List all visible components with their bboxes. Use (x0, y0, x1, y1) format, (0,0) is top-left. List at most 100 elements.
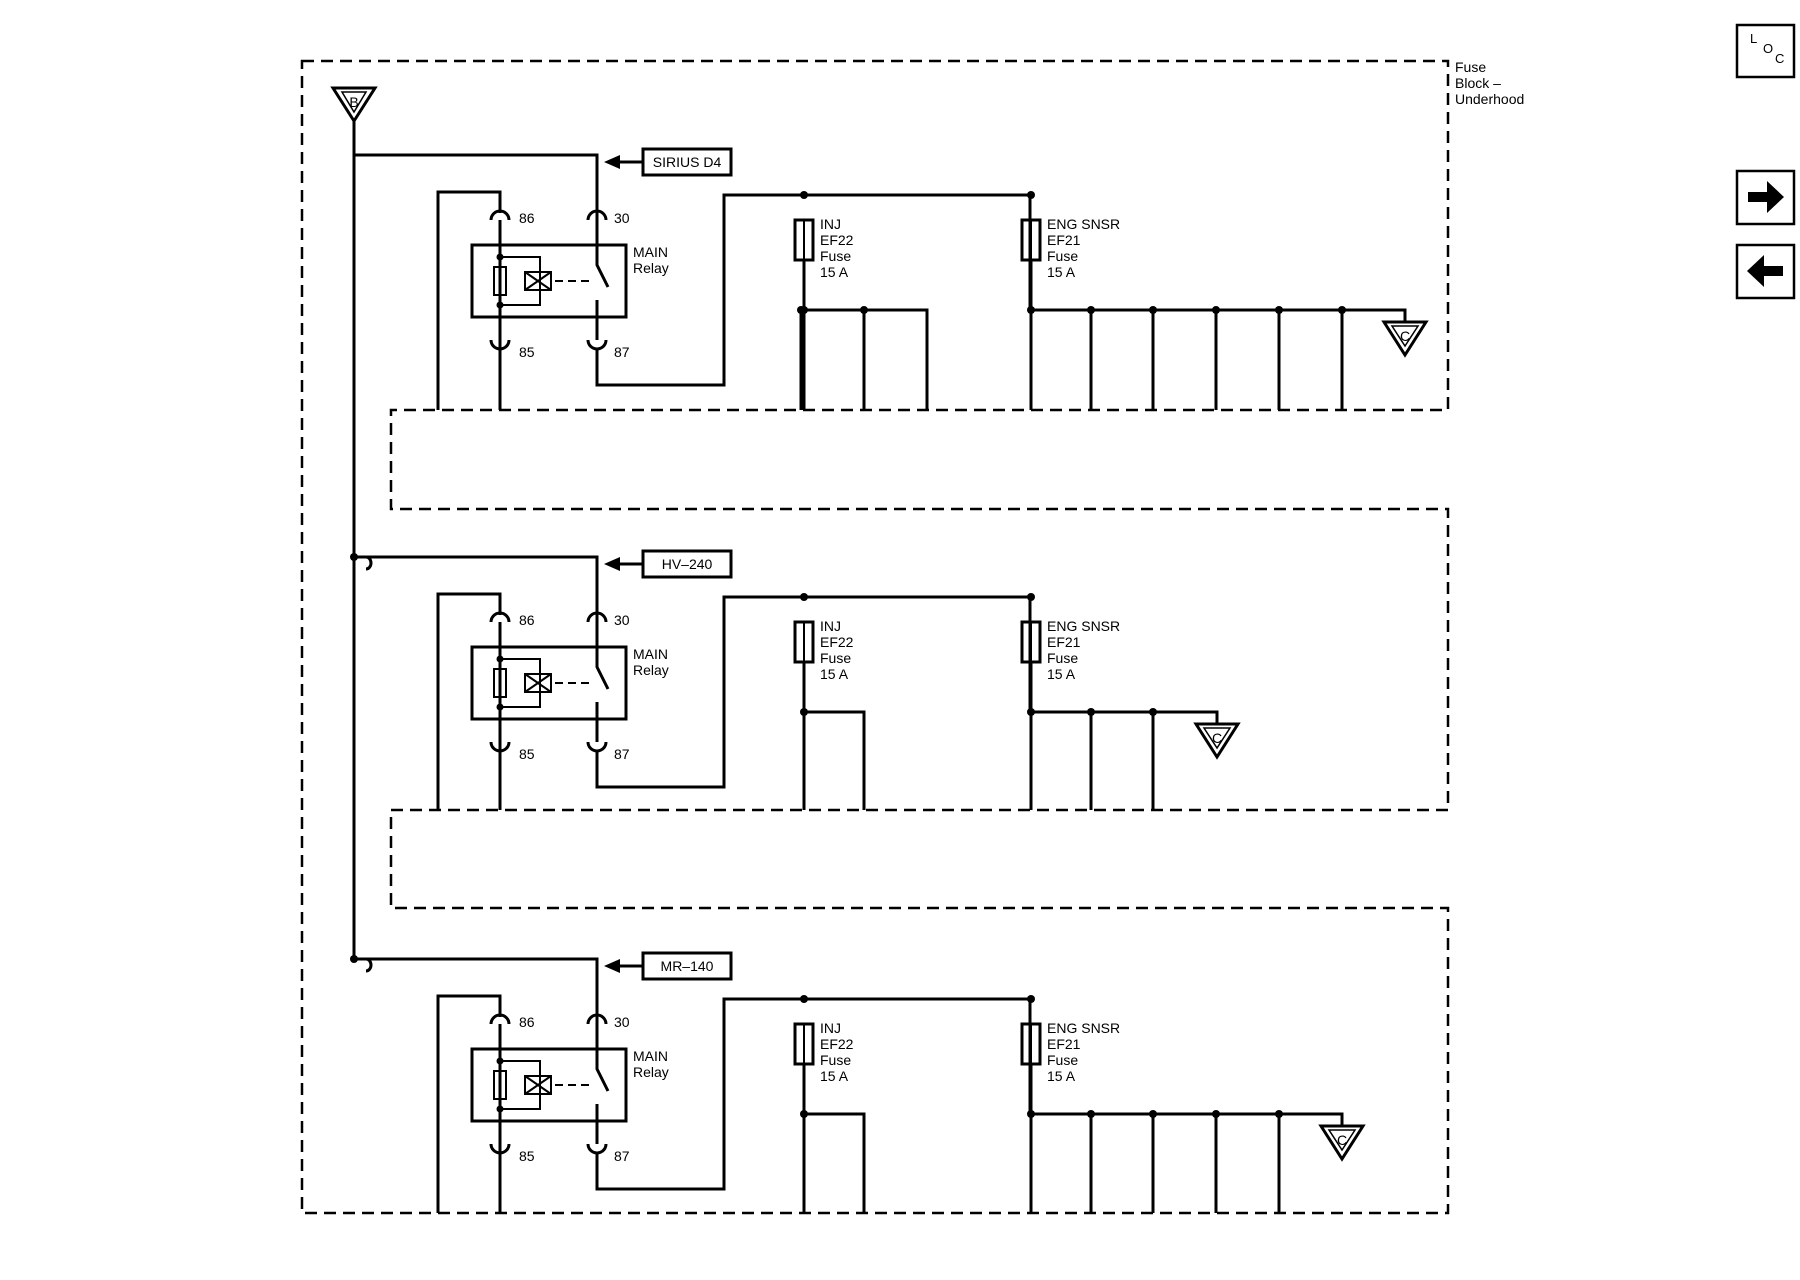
feed-wire (366, 555, 599, 632)
source-label: MR–140 (661, 958, 714, 974)
connector-30 (586, 1013, 608, 1025)
relay-switch (595, 622, 610, 742)
connector-30 (586, 611, 608, 623)
eng-load-rail (1031, 1112, 1344, 1126)
prev-page-button[interactable] (1735, 243, 1796, 300)
relay-box (470, 1047, 628, 1123)
relay-resistor (493, 1070, 507, 1100)
feed-wire (354, 153, 599, 230)
relay-coil-icon (524, 271, 552, 291)
relay-output-wire (595, 997, 1032, 1191)
relay-coil-loop (500, 658, 541, 708)
source-label: HV–240 (662, 556, 713, 572)
relay-86-wire (436, 592, 502, 810)
ground-icon-inner (1390, 325, 1420, 348)
connector-86 (489, 1013, 511, 1025)
source-label-box (641, 147, 733, 177)
relay-node (496, 703, 504, 711)
relay-coil-x (524, 1075, 552, 1095)
arrow-icon (604, 557, 620, 571)
source-label-box (641, 951, 733, 981)
relay-resistor (493, 266, 507, 296)
next-page-button[interactable] (1735, 169, 1796, 226)
relay-86-wire (436, 190, 502, 410)
inj-load-rail (804, 710, 866, 810)
inj-load-rail (804, 1112, 866, 1213)
relay-pin-30: 30 (614, 210, 630, 226)
battery-label: B (349, 94, 358, 110)
ground-label: C (1337, 1132, 1347, 1148)
relay-coil-loop (500, 256, 541, 306)
relay-pin-87: 87 (614, 746, 630, 762)
left-arrow-icon (1747, 255, 1783, 287)
connector-87 (586, 339, 608, 351)
ground-icon (1381, 320, 1429, 358)
relay-coil-icon (524, 1075, 552, 1095)
ground-icon-inner (1327, 1129, 1357, 1152)
relay-coil-icon (524, 673, 552, 693)
relay-coil-x (524, 673, 552, 693)
relay-node (496, 1057, 504, 1065)
relay-node (496, 253, 504, 261)
relay-switch (595, 1024, 610, 1144)
relay-86-wire (436, 994, 502, 1213)
fuse-junction (800, 593, 808, 601)
relay-resistor (493, 668, 507, 698)
relay-pin-86: 86 (519, 612, 535, 628)
connector-87 (586, 741, 608, 753)
fuse-junction (800, 191, 808, 199)
loc-button[interactable]: L O C (1735, 23, 1796, 79)
connector-30 (586, 209, 608, 221)
relay-pin-86: 86 (519, 210, 535, 226)
fuse-block-boundary (300, 59, 1450, 1215)
ground-icon-inner (1202, 727, 1232, 750)
feed-wire (366, 957, 599, 1034)
arrow-icon (604, 959, 620, 973)
relay-box (470, 645, 628, 721)
fuse-junction (1027, 191, 1035, 199)
relay-pin-87: 87 (614, 1148, 630, 1164)
source-label-box (641, 549, 733, 579)
ground-label: C (1400, 328, 1410, 344)
connector-86 (489, 611, 511, 623)
inj-load-rail (804, 308, 929, 410)
relay-coil-loop (500, 1060, 541, 1110)
relay-node (496, 301, 504, 309)
arrow-icon (604, 155, 620, 169)
relay-pin-30: 30 (614, 1014, 630, 1030)
relay-coil-x (524, 271, 552, 291)
ground-icon (1193, 722, 1241, 760)
relay-pin-85: 85 (519, 1148, 535, 1164)
relay-pin-85: 85 (519, 746, 535, 762)
relay-output-wire (595, 193, 1032, 387)
relay-node (496, 655, 504, 663)
relay-pin-86: 86 (519, 1014, 535, 1030)
relay-node (496, 1105, 504, 1113)
loc-icon-o: O (1763, 41, 1773, 56)
eng-load-rail (1031, 710, 1219, 724)
battery-symbol: B (330, 86, 378, 124)
ground-label: C (1212, 730, 1222, 746)
connector-87 (586, 1143, 608, 1155)
relay-pin-85: 85 (519, 344, 535, 360)
relay-box (470, 243, 628, 319)
right-arrow-icon (1748, 181, 1784, 213)
relay-pin-87: 87 (614, 344, 630, 360)
fuse-junction (1027, 593, 1035, 601)
relay-output-wire (595, 595, 1032, 789)
loc-icon-c: C (1775, 51, 1784, 66)
ground-icon (1318, 1124, 1366, 1162)
connector-86 (489, 209, 511, 221)
relay-pin-30: 30 (614, 612, 630, 628)
relay-switch (595, 220, 610, 340)
loc-icon: L (1750, 31, 1757, 46)
